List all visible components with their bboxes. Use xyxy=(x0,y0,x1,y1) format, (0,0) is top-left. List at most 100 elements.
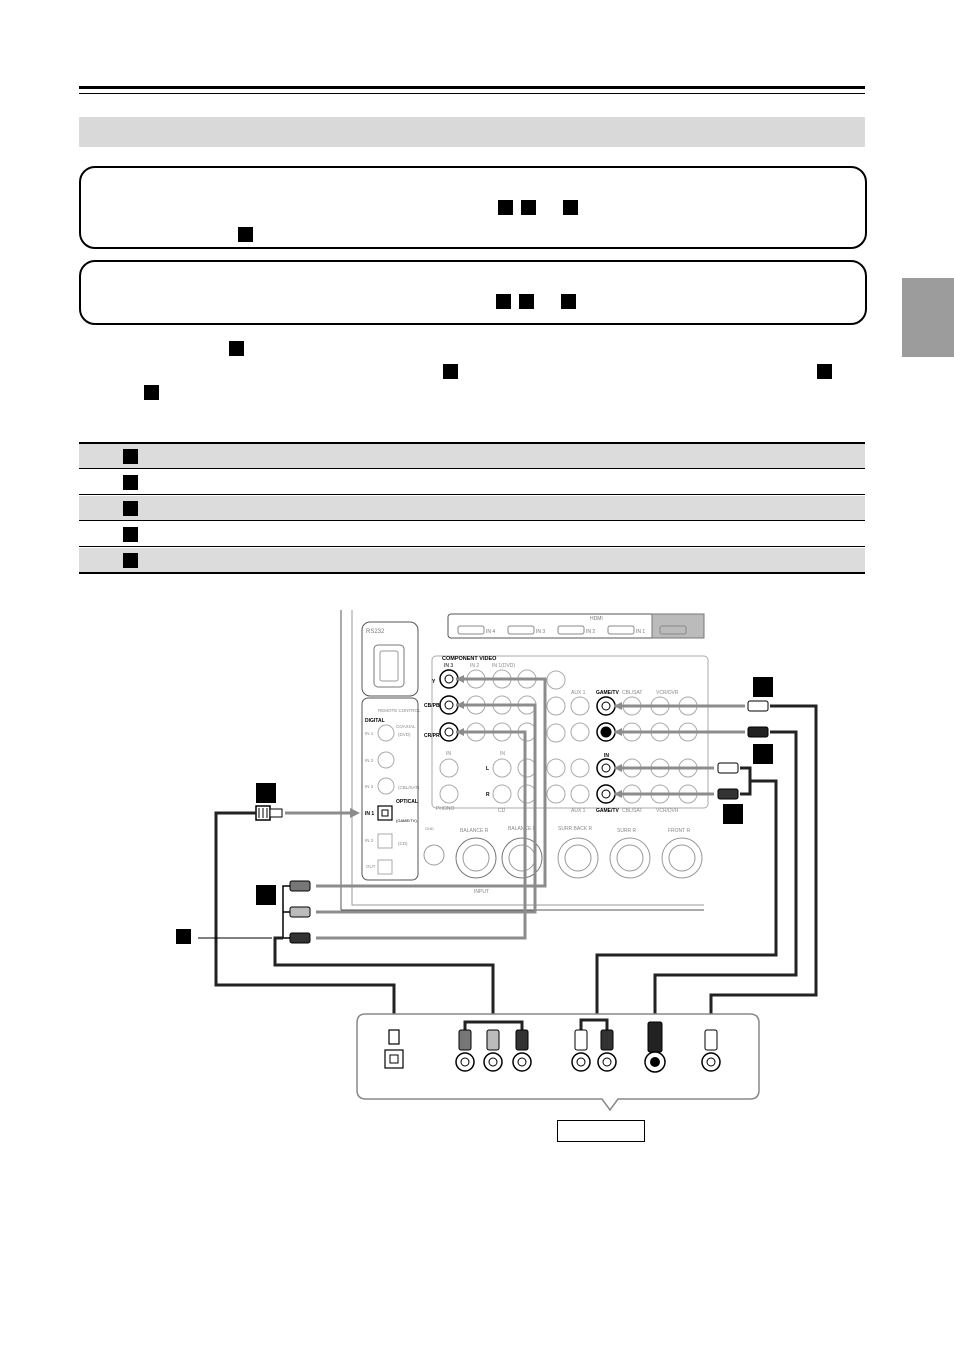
label-square xyxy=(496,294,511,309)
note-box-2 xyxy=(79,260,867,325)
table-row xyxy=(79,444,865,468)
digital-in3-label: IN 3 xyxy=(365,784,374,789)
input-label: INPUT xyxy=(474,889,489,895)
hdmi-in3-label: IN 3 xyxy=(536,629,545,635)
game-tv-audio-l-jack xyxy=(596,758,616,778)
cbl-sat-top-label: CBL/SAT xyxy=(622,690,642,696)
component-plugs xyxy=(198,880,495,1022)
audio-l-label: L xyxy=(486,766,489,772)
optical-in2-label: IN 2 xyxy=(365,838,374,843)
game-tv-top-label: GAME/TV xyxy=(596,690,619,696)
component-cables xyxy=(316,677,547,940)
surr-r-label: SURR R xyxy=(617,828,637,834)
section-heading-band xyxy=(79,117,865,147)
label-square xyxy=(238,227,253,242)
label-square xyxy=(123,553,138,568)
label-square xyxy=(561,294,576,309)
table-row xyxy=(79,548,865,572)
label-square xyxy=(563,200,578,215)
rs232-port: RS232 xyxy=(366,629,405,688)
table-row xyxy=(79,496,865,520)
balanced-connectors: BALANCE R BALANCE L SURR BACK R SURR R F… xyxy=(423,826,703,895)
cbl-sat-bottom-label: CBL/SAT xyxy=(622,808,642,814)
phono-in-label: IN xyxy=(446,751,451,757)
dvd-label: (DVD) xyxy=(398,732,411,737)
label-square xyxy=(123,501,138,516)
table-row-rule xyxy=(79,494,865,495)
digital-in2-label: IN 2 xyxy=(365,758,374,763)
phono-label: PHONO xyxy=(436,806,454,812)
table-row-rule xyxy=(79,520,865,521)
aux1-bottom-label: AUX 1 xyxy=(571,808,586,814)
game-tv-cables xyxy=(595,704,818,1030)
label-square xyxy=(519,294,534,309)
analog-labels: IN IN PHONO CD L R GND xyxy=(425,751,506,831)
component-in2-label: IN 2 xyxy=(470,663,479,669)
component-in3-label: IN 3 xyxy=(444,663,453,669)
y-label: Y xyxy=(432,679,436,685)
table-row xyxy=(79,470,865,494)
coaxial-label: COAXIAL xyxy=(396,724,416,729)
optical-out-label: OUT xyxy=(366,864,376,869)
table-top-rule xyxy=(79,442,865,444)
digital-inputs: REMOTE CONTROL DIGITAL COAXIAL IN 1 (DVD… xyxy=(365,708,421,875)
rs232-label: RS232 xyxy=(366,629,385,635)
gnd-label: GND xyxy=(425,826,434,831)
diagram-label-squares xyxy=(176,677,773,944)
front-r-label: FRONT R xyxy=(668,828,691,834)
label-square xyxy=(144,385,159,400)
table-row xyxy=(79,522,865,546)
aux1-top-label: AUX 1 xyxy=(571,690,586,696)
label-square xyxy=(123,449,138,464)
note-box-1 xyxy=(79,166,867,249)
game-tv-jacks: GAME/TV AUX 1 CBL/SAT VCR/DVR IN GAME/TV… xyxy=(571,690,679,814)
component-cb-in3-jack xyxy=(439,695,459,715)
cd-in-label: IN xyxy=(500,751,505,757)
table-row-rule xyxy=(79,468,865,469)
vcr-dvr-bottom-label: VCR/DVR xyxy=(656,808,679,814)
component-cr-in3-jack xyxy=(439,722,459,742)
source-device-panel xyxy=(356,1013,760,1112)
cb-label: CB/PB xyxy=(424,703,440,709)
game-tv-bottom-label: GAME/TV xyxy=(596,808,619,814)
receiver-rear-panel xyxy=(340,610,709,911)
optical-label: OPTICAL xyxy=(396,799,418,805)
component-y-in3-jack xyxy=(439,669,459,689)
game-tv-optical-label: (GAME/TV) xyxy=(396,818,417,823)
cd-optical-label: (CD) xyxy=(398,841,408,846)
balance-l-label: BALANCE L xyxy=(508,826,536,832)
table-row-rule xyxy=(79,546,865,547)
digital-in1-label: IN 1 xyxy=(365,731,374,736)
device-caption-box xyxy=(557,1120,645,1142)
optical-cable xyxy=(214,805,396,1030)
table-bottom-rule xyxy=(79,572,865,574)
label-square xyxy=(229,341,244,356)
game-tv-audio-r-jack xyxy=(596,784,616,804)
remote-control-label: REMOTE CONTROL xyxy=(378,708,421,713)
vcr-dvr-top-label: VCR/DVR xyxy=(656,690,679,696)
header-rule-thin xyxy=(79,93,865,94)
label-square xyxy=(521,200,536,215)
cr-label: CR/PR xyxy=(424,733,440,739)
hdmi-in1-label: IN 1 xyxy=(636,629,645,635)
optical-in1-label: IN 1 xyxy=(365,811,374,817)
connection-diagram: RS232 HDMI IN 4 IN 3 IN 2 IN 1 COMPONENT… xyxy=(176,610,818,1112)
digital-label: DIGITAL xyxy=(365,718,385,724)
hdmi-in2-label: IN 2 xyxy=(586,629,595,635)
hdmi-ports: HDMI IN 4 IN 3 IN 2 IN 1 xyxy=(457,616,687,635)
optical-in1-jack xyxy=(377,805,393,821)
cd-label: CD xyxy=(498,808,506,814)
component-video-label: COMPONENT VIDEO xyxy=(442,656,497,662)
audio-r-label: R xyxy=(486,792,490,798)
hdmi-in4-label: IN 4 xyxy=(486,629,495,635)
chapter-side-tab xyxy=(902,278,954,357)
label-square xyxy=(443,364,458,379)
component-cable-arrows xyxy=(456,675,464,736)
surr-back-r-label: SURR BACK R xyxy=(558,826,593,832)
header-rule-thick xyxy=(79,86,865,89)
game-tv-plugs xyxy=(717,700,769,800)
label-square xyxy=(498,200,513,215)
label-square xyxy=(123,527,138,542)
balance-r-label: BALANCE R xyxy=(460,828,489,834)
hdmi-label: HDMI xyxy=(590,616,603,622)
